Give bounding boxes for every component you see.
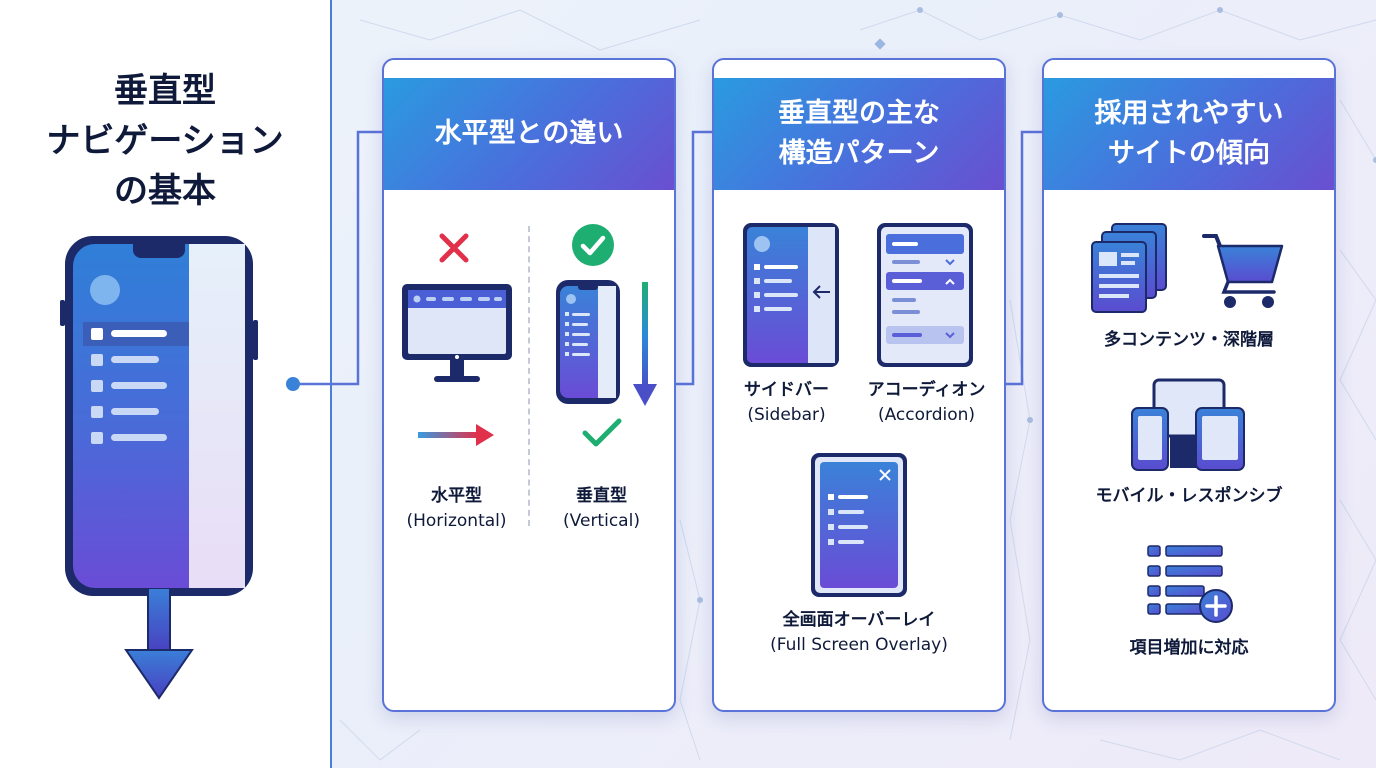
card-title-line: 採用されやすい: [1094, 98, 1284, 129]
label-horizontal-sub: (Horizontal): [406, 511, 507, 531]
accordion-pattern-icon: [877, 223, 973, 367]
page-title: 垂直型 ナビゲーション の基本: [0, 66, 330, 216]
vertical-nav-phone-icon: [60, 236, 258, 596]
card-structure-patterns: 垂直型の主な 構造パターン: [712, 58, 1006, 712]
label-sidebar: サイドバー (Sidebar): [714, 378, 859, 428]
label-horizontal-main: 水平型: [431, 486, 482, 506]
divider: [528, 226, 530, 526]
mobile-phone-icon: [556, 280, 620, 404]
label-mobile-responsive: モバイル・レスポンシブ: [1044, 484, 1334, 509]
sidebar-pattern-icon: [743, 223, 839, 367]
responsive-devices-icon: [1131, 378, 1245, 471]
label-item-increase-main: 項目増加に対応: [1129, 638, 1249, 658]
card-header: 垂直型の主な 構造パターン: [714, 78, 1004, 190]
title-line-2: ナビゲーション: [46, 121, 284, 161]
title-line-1: 垂直型: [114, 71, 216, 111]
list-add-icon: [1147, 545, 1233, 623]
label-vertical: 垂直型 (Vertical): [529, 484, 674, 534]
card-title-line: 構造パターン: [778, 138, 940, 169]
card-header: 水平型との違い: [384, 78, 674, 190]
label-overlay-sub: (Full Screen Overlay): [770, 635, 948, 655]
check-icon: [582, 418, 622, 447]
cross-icon: [439, 233, 469, 263]
label-vertical-sub: (Vertical): [563, 511, 640, 531]
right-arrow-icon: [418, 424, 494, 446]
card-title-line: サイトの傾向: [1108, 138, 1270, 169]
card-horizontal-vs-vertical: 水平型との違い 水平型 (Horizontal): [382, 58, 676, 712]
title-line-3: の基本: [114, 171, 216, 211]
label-many-contents: 多コンテンツ・深階層: [1044, 328, 1334, 353]
label-accordion-main: アコーディオン: [867, 380, 986, 400]
label-accordion-sub: (Accordion): [877, 405, 976, 425]
label-sidebar-main: サイドバー: [744, 380, 829, 400]
card-title-line: 垂直型の主な: [778, 98, 940, 129]
overlay-pattern-icon: [811, 453, 907, 597]
down-arrow-icon: [124, 588, 194, 700]
card-header: 採用されやすい サイトの傾向: [1044, 78, 1334, 190]
left-panel: 垂直型 ナビゲーション の基本: [0, 0, 332, 768]
card-title-line: 水平型との違い: [434, 118, 624, 149]
documents-icon: [1091, 223, 1167, 313]
label-horizontal: 水平型 (Horizontal): [384, 484, 529, 534]
shopping-cart-icon: [1202, 234, 1284, 308]
label-overlay: 全画面オーバーレイ (Full Screen Overlay): [714, 608, 1004, 658]
label-sidebar-sub: (Sidebar): [747, 405, 826, 425]
monitor-icon: [402, 284, 512, 382]
card-site-tendencies: 採用されやすい サイトの傾向 多コ: [1042, 58, 1336, 712]
label-accordion: アコーディオン (Accordion): [854, 378, 999, 428]
label-many-contents-main: 多コンテンツ・深階層: [1104, 330, 1274, 350]
vertical-down-arrow-icon: [633, 282, 657, 406]
label-item-increase: 項目増加に対応: [1044, 636, 1334, 661]
label-overlay-main: 全画面オーバーレイ: [782, 610, 936, 630]
check-circle-icon: [572, 224, 614, 266]
label-vertical-main: 垂直型: [576, 486, 627, 506]
label-mobile-responsive-main: モバイル・レスポンシブ: [1095, 486, 1283, 506]
